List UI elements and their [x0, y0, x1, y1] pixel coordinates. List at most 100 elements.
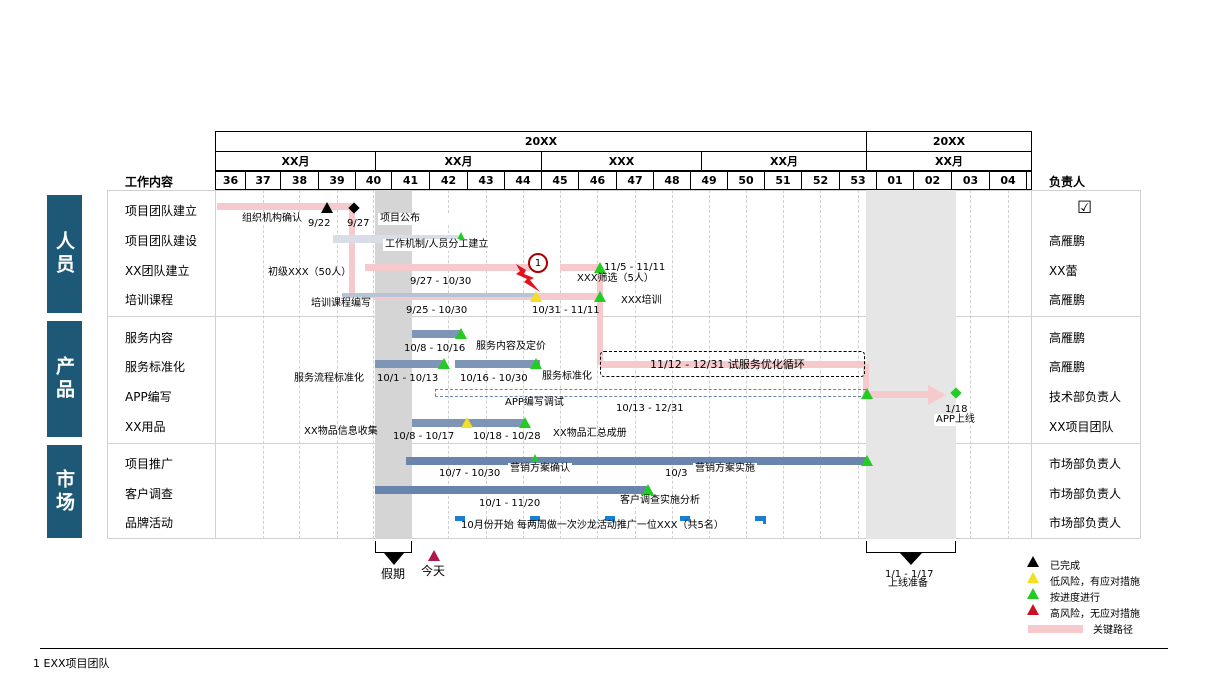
critical-path	[217, 203, 352, 210]
critical-path	[560, 264, 600, 271]
label-date: 10/18 - 10/28	[473, 431, 541, 442]
legend-critical-swatch	[1028, 625, 1083, 633]
milestone-low-risk	[530, 291, 542, 302]
bar-goods-1	[412, 419, 467, 427]
app-dashed-1	[435, 389, 866, 390]
task-owner: 高雁鹏	[1049, 234, 1086, 248]
bar-goods-2	[467, 419, 524, 427]
launch-prep: 上线准备	[888, 578, 928, 589]
week-cell: 43	[467, 171, 505, 190]
task-owner: XX蕾	[1049, 264, 1078, 278]
label-date: 9/22	[308, 218, 331, 229]
label-date: 10/31 - 11/11	[532, 305, 600, 316]
task-name: 项目推广	[125, 457, 174, 471]
week-gridline	[373, 190, 374, 539]
task-name: XX团队建立	[125, 264, 190, 278]
bar-training	[342, 293, 537, 297]
label-xxx-select: XXX筛选（5人）	[577, 273, 654, 284]
task-owner: 市场部负责人	[1049, 516, 1122, 530]
week-cell: 02	[913, 171, 952, 190]
week-cell: 39	[318, 171, 356, 190]
task-owner: 高雁鹏	[1049, 331, 1086, 345]
label-date: 10/1 - 10/13	[377, 373, 439, 384]
critical-path	[863, 364, 869, 396]
milestone-on-track	[530, 358, 542, 369]
footer-divider	[40, 648, 1168, 649]
week-cell: 52	[801, 171, 840, 190]
week-gridline	[263, 190, 264, 539]
category-product: 产品	[47, 321, 82, 437]
legend-on-track: 按进度进行	[1050, 593, 1100, 604]
critical-path	[365, 264, 530, 271]
header-month-5: XX月	[866, 151, 1032, 171]
milestone-on-track	[594, 262, 606, 273]
week-cell-edge	[1026, 171, 1032, 190]
week-cell: 48	[653, 171, 691, 190]
brand-marker	[680, 516, 690, 521]
week-cell: 36	[215, 171, 246, 190]
label-initial-xxx: 初级XXX（50人）	[268, 267, 352, 278]
week-cell: 47	[616, 171, 654, 190]
launch-range: 1/1 - 1/17	[885, 569, 934, 580]
critical-path	[349, 207, 355, 299]
task-name: XX用品	[125, 420, 166, 434]
milestone-on-track	[531, 454, 539, 462]
holiday-label: 假期	[381, 567, 406, 581]
header-year-2: 20XX	[866, 131, 1032, 152]
label-date: 10/1 - 11/20	[479, 498, 541, 509]
label-training-write: 培训课程编写	[309, 298, 373, 310]
header-month-3: XXX	[541, 151, 702, 171]
label-app-launch: APP上线	[934, 414, 977, 426]
week-gridline	[299, 190, 300, 539]
week-cell: 40	[355, 171, 392, 190]
risk-lightning-icon	[516, 264, 540, 292]
today-marker-icon	[428, 550, 440, 561]
owner-checkbox: ☑	[1077, 198, 1093, 218]
week-gridline	[337, 190, 338, 539]
week-gridline	[1008, 190, 1009, 539]
label-date: 10/16 - 10/30	[460, 373, 528, 384]
label-marketing-impl: 营销方案实施	[693, 463, 757, 475]
label-date: 9/27 - 10/30	[410, 276, 472, 287]
milestone-on-track	[642, 484, 654, 495]
task-owner: 市场部负责人	[1049, 487, 1122, 501]
critical-arrow	[928, 385, 946, 405]
label-service-std-flow: 服务流程标准化	[294, 373, 364, 384]
label-app-debug: APP编写调试	[505, 397, 564, 408]
week-cell: 42	[429, 171, 468, 190]
milestone-low-risk	[461, 417, 473, 428]
label-marketing-confirm: 营销方案确认	[508, 463, 572, 475]
header-month-2: XX月	[375, 151, 542, 171]
bar-promotion	[406, 457, 866, 465]
week-gridline	[970, 190, 971, 539]
label-goods-collect: XX物品信息收集	[304, 426, 378, 437]
task-name: 项目团队建设	[125, 234, 198, 248]
app-dashed-2	[435, 396, 866, 397]
brand-marker	[605, 516, 615, 521]
label-service-std: 服务标准化	[540, 371, 594, 383]
legend-high-risk: 高风险，无应对措施	[1050, 609, 1140, 620]
legend-completed: 已完成	[1050, 561, 1080, 572]
bar-service-content	[412, 330, 460, 338]
label-date: 11/5 - 11/11	[604, 262, 666, 273]
task-owner: 高雁鹏	[1049, 360, 1086, 374]
label-service-define: 服务内容及定价	[476, 341, 546, 352]
legend-on-track-icon	[1027, 588, 1039, 599]
label-date: 10/13 - 12/31	[616, 403, 684, 414]
task-name: 品牌活动	[125, 516, 174, 530]
week-cell: 01	[876, 171, 914, 190]
owner-title: 负责人	[1049, 175, 1086, 189]
task-name: 项目团队建立	[125, 204, 198, 218]
week-cell: 51	[764, 171, 802, 190]
holiday-arrow-icon	[384, 553, 404, 565]
week-cell: 53	[839, 171, 877, 190]
task-name: 服务内容	[125, 331, 174, 345]
bar-survey	[375, 486, 648, 494]
bar-service-std-2	[455, 360, 540, 368]
category-market: 市场	[47, 445, 82, 538]
week-gridline	[560, 190, 561, 539]
app-dashed-3	[435, 389, 436, 396]
footnote: 1 EXX项目团队	[33, 657, 110, 670]
label-date: 10/8 - 10/17	[393, 431, 455, 442]
week-cell: 38	[280, 171, 319, 190]
